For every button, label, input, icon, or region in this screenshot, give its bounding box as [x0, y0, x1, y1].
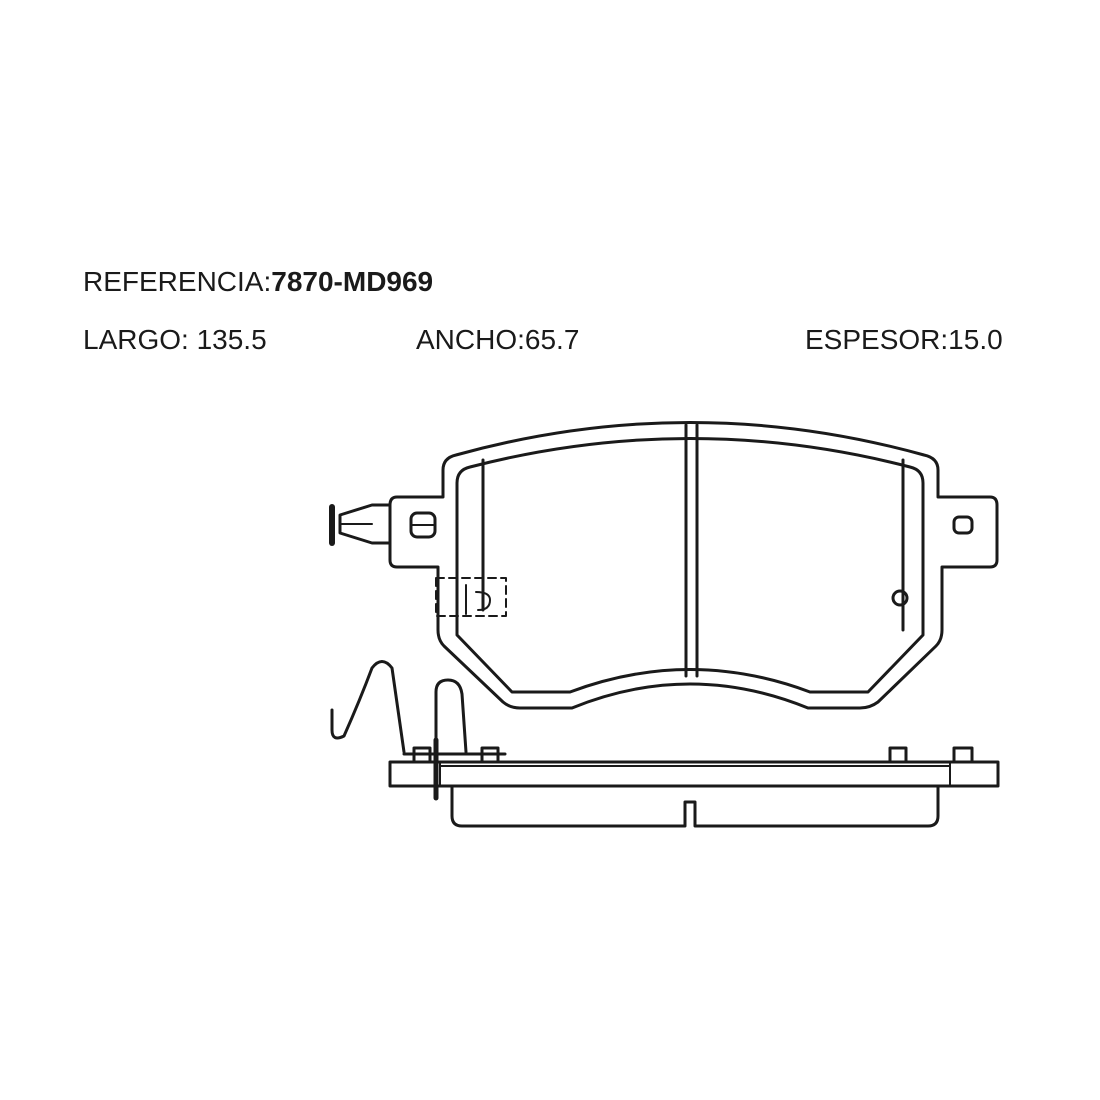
ancho-line: ANCHO:65.7 [416, 326, 579, 354]
anti-rattle-spring [330, 660, 406, 754]
referencia-line: REFERENCIA:7870-MD969 [83, 268, 433, 296]
espesor-label: ESPESOR: [805, 324, 949, 355]
espesor-value: 15.0 [948, 324, 1003, 355]
sensor-clip-hook [465, 584, 491, 615]
referencia-label: REFERENCIA: [83, 266, 272, 297]
largo-value: 135.5 [196, 324, 267, 355]
ancho-value: 65.7 [524, 324, 580, 355]
largo-line: LARGO: 135.5 [83, 326, 267, 354]
side-clip-3 [888, 746, 908, 764]
right-ear-hole [952, 515, 974, 535]
backing-plate-outline [388, 421, 999, 710]
side-friction-material [450, 784, 940, 828]
referencia-value: 7870-MD969 [271, 266, 434, 297]
side-backing-plate [388, 760, 1000, 788]
friction-material-outline [455, 437, 925, 694]
pin-marker [891, 589, 909, 607]
ancho-label: ANCHO: [416, 324, 525, 355]
side-clip-4 [952, 746, 974, 764]
sensor-clip-outline [435, 577, 507, 617]
espesor-line: ESPESOR:15.0 [805, 326, 1003, 354]
spring-loop [434, 678, 468, 760]
largo-label: LARGO: [83, 324, 189, 355]
